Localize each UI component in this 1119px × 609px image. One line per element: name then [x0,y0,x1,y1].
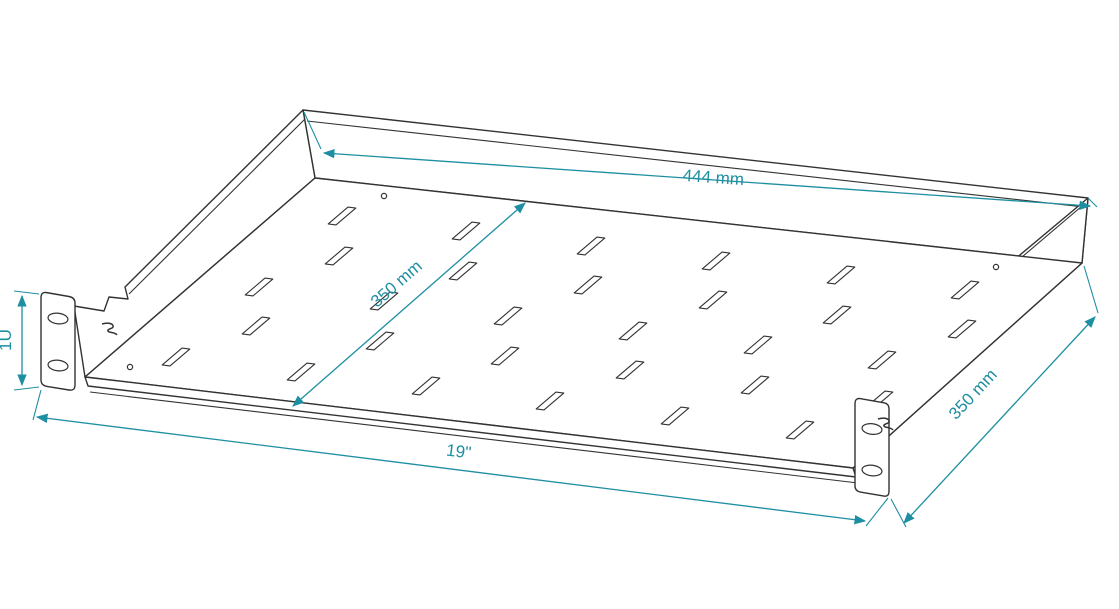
vent-slot [241,316,271,336]
vent-slot [573,275,603,295]
left-ear-slot-hole [47,359,69,372]
vent-slot [950,280,980,300]
dim-back-width: 444 mm [303,111,1098,210]
vent-slot [698,290,728,310]
vent-slot [618,321,648,341]
screw-hole [126,363,134,371]
vent-slot [244,277,274,297]
vent-slot [161,347,191,367]
vent-slot [826,265,856,285]
vent-slot [701,251,731,271]
dimension-label-front-width: 19" [445,441,472,463]
vent-slot [822,305,852,325]
vent-slot [743,335,773,355]
vent-slot [615,360,645,380]
dimension-label-back-width: 444 mm [682,166,745,189]
vent-slot [867,350,897,370]
vent-slot [740,375,770,395]
right-mounting-ear [854,397,890,497]
dimension-label-height: 1U [0,329,15,351]
screw-hole [380,192,388,200]
vent-slot [576,236,606,256]
left-mounting-ear [40,291,76,391]
shelf-outline [40,109,1089,497]
brand-mark-icon [101,322,118,336]
left-ear-slot-hole [47,312,69,325]
screw-hole [992,263,1000,271]
vent-slot [535,391,565,411]
dim-front-width: 19" [32,389,889,527]
left-wall-hem [128,118,306,295]
brand-mark-icon [877,417,894,431]
dim-height: 1U [0,290,40,391]
